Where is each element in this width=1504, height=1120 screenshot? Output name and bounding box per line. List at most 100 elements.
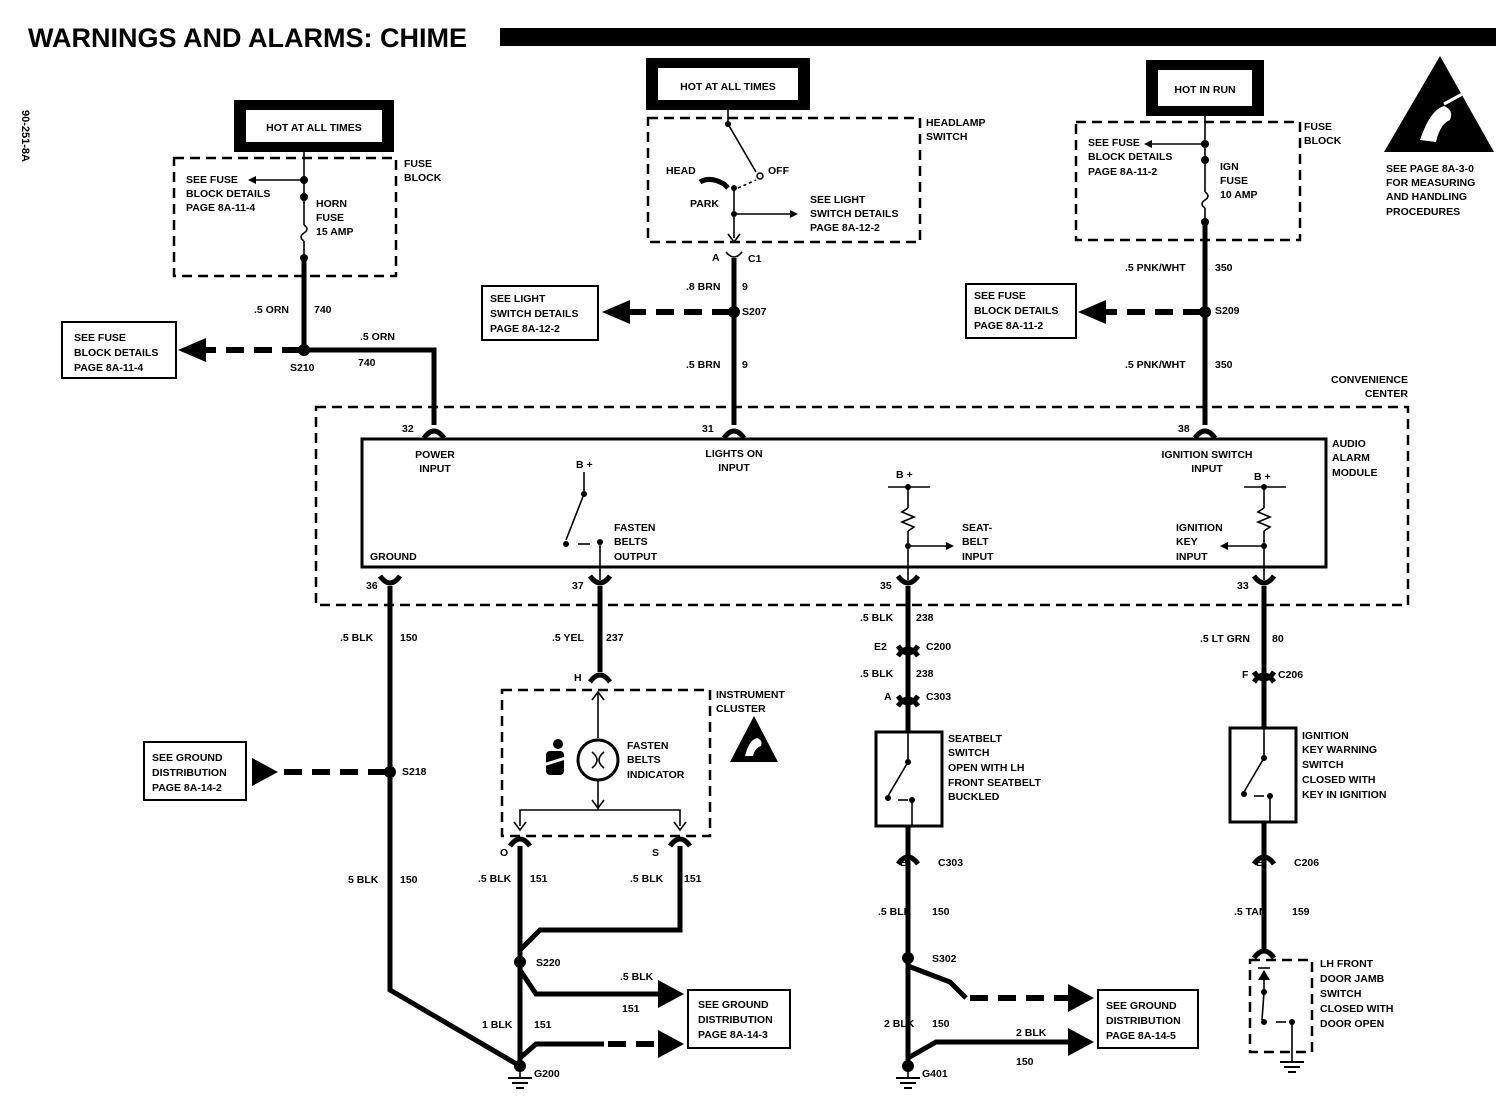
resistor-icon [899, 507, 917, 532]
headlamp-switch-box [646, 116, 922, 244]
pin-label: 35 [880, 580, 892, 592]
ref-text: PAGE 8A-11-2 [974, 320, 1043, 332]
ground-door-icon [1280, 1052, 1304, 1073]
connector-o-icon [507, 836, 533, 848]
door-jamb-switch-box [1248, 958, 1314, 1054]
side-code: 90-251-8A [19, 110, 31, 162]
seatbelt-input-label: SEAT- [962, 522, 993, 534]
wire-150-ground [387, 586, 522, 1069]
ref-text: PAGE 8A-14-5 [1106, 1030, 1176, 1042]
switch-pos-label: HEAD [666, 165, 696, 177]
module-input-label: IGNITION SWITCH [1162, 449, 1253, 461]
switch-pos-label: PARK [690, 198, 719, 210]
door-switch-label: DOOR JAMB [1320, 973, 1385, 985]
wire-label: 150 [1016, 1056, 1034, 1068]
ign-key-switch-label: KEY IN IGNITION [1302, 789, 1386, 801]
ref-text: SEE GROUND [1106, 1000, 1177, 1012]
splice-label: S220 [536, 957, 561, 969]
ref-ground-2 [143, 741, 247, 801]
arrow-icon [1220, 542, 1228, 550]
splice-s207 [728, 306, 740, 318]
ign-key-switch-label: CLOSED WITH [1302, 774, 1376, 786]
fuse-block-label: BLOCK [1304, 135, 1342, 147]
fasten-belts-indicator-label: FASTEN [627, 740, 668, 752]
connector-label: H [574, 672, 582, 684]
module-input-label: LIGHTS ON [705, 448, 762, 460]
ign-fuse-label: 10 AMP [1220, 189, 1258, 201]
headlamp-note: SWITCH DETAILS [810, 208, 898, 220]
seatbelt-switch-label: SWITCH [948, 747, 989, 759]
horn-fuse-label: 15 AMP [316, 226, 354, 238]
svg-text:HOT AT ALL TIMES: HOT AT ALL TIMES [266, 122, 362, 134]
connector-label: F [1242, 669, 1249, 681]
arrow-icon [178, 338, 206, 362]
fasten-belts-output-label: FASTEN [614, 522, 655, 534]
connector-h-icon [587, 672, 613, 684]
ref-text: PAGE 8A-11-4 [74, 362, 143, 374]
seatbelt-switch-label: BUCKLED [948, 791, 1000, 803]
wire-label: 151 [534, 1019, 552, 1031]
fasten-belts-indicator-label: BELTS [627, 754, 661, 766]
ground-label: GROUND [370, 551, 417, 563]
wire-label: 150 [400, 632, 418, 644]
connector-c303-icon [895, 694, 921, 708]
splice-s218 [384, 766, 396, 778]
ign-fuse-label: IGN [1220, 161, 1239, 173]
connector-c303b-icon [895, 854, 921, 866]
ref-text: PAGE 8A-14-3 [698, 1029, 768, 1041]
wire-label: 159 [1292, 906, 1310, 918]
connector-label: A [712, 252, 720, 264]
connector-label: E2 [874, 641, 887, 653]
pin-35-connector [895, 574, 921, 586]
connector-s-icon [667, 836, 693, 848]
connector-label: C303 [938, 857, 963, 869]
esd-note: PROCEDURES [1386, 206, 1460, 218]
instrument-cluster-label: INSTRUMENT [716, 689, 785, 701]
ref-text: SEE LIGHT [490, 293, 546, 305]
wire-151-b [518, 846, 683, 952]
splice-label: S302 [932, 953, 957, 965]
wire-label: 80 [1272, 633, 1284, 645]
audio-alarm-module [360, 437, 1328, 569]
ref-text: SEE FUSE [74, 332, 126, 344]
pin-label: 33 [1237, 580, 1249, 592]
ref-ground-3 [687, 989, 791, 1049]
hot-at-all-times-box-left: HOT AT ALL TIMES [234, 100, 394, 152]
fuse-note: PAGE 8A-11-2 [1088, 166, 1157, 178]
ground-label: G200 [534, 1068, 560, 1080]
wire-label: 350 [1215, 359, 1233, 371]
esd-warning-icon [1384, 56, 1494, 152]
title-bar [500, 28, 1496, 46]
fuse-block-label: FUSE [404, 158, 432, 170]
ign-key-switch-label: IGNITION [1302, 730, 1349, 742]
wire-label: 151 [622, 1003, 640, 1015]
ref-text: DISTRIBUTION [152, 767, 227, 779]
ref-text: SEE GROUND [152, 752, 223, 764]
splice-label: S210 [290, 362, 315, 374]
fuse-block-label: FUSE [1304, 121, 1332, 133]
ref-text: PAGE 8A-12-2 [490, 323, 560, 335]
connector-label: O [500, 847, 508, 859]
fuse-note: SEE FUSE [186, 174, 238, 186]
esd-note: SEE PAGE 8A-3-0 [1386, 163, 1474, 175]
ref-fuse-left [61, 321, 177, 379]
module-input-label: INPUT [1191, 463, 1223, 475]
convenience-label: CONVENIENCE [1331, 374, 1408, 386]
door-switch-label: SWITCH [1320, 988, 1361, 1000]
splice-label: S207 [742, 306, 767, 318]
module-label: MODULE [1332, 467, 1378, 479]
seatbelt-input-label: BELT [962, 536, 989, 548]
wire-label: .5 LT GRN [1200, 633, 1250, 645]
fuse-note: BLOCK DETAILS [186, 188, 270, 200]
wire-label: .5 PNK/WHT [1125, 262, 1186, 274]
wire-label: .8 BRN [686, 281, 720, 293]
wire-label: .5 YEL [552, 632, 584, 644]
horn-fuse-label: HORN [316, 198, 347, 210]
wire-label: 9 [742, 281, 748, 293]
fasten-belts-indicator-label: INDICATOR [627, 769, 685, 781]
bplus-label: B + [896, 469, 913, 481]
connector-label: C206 [1278, 669, 1303, 681]
connector-c200-icon [895, 644, 921, 658]
instrument-cluster-box [500, 688, 712, 838]
arrow-icon [946, 542, 954, 550]
